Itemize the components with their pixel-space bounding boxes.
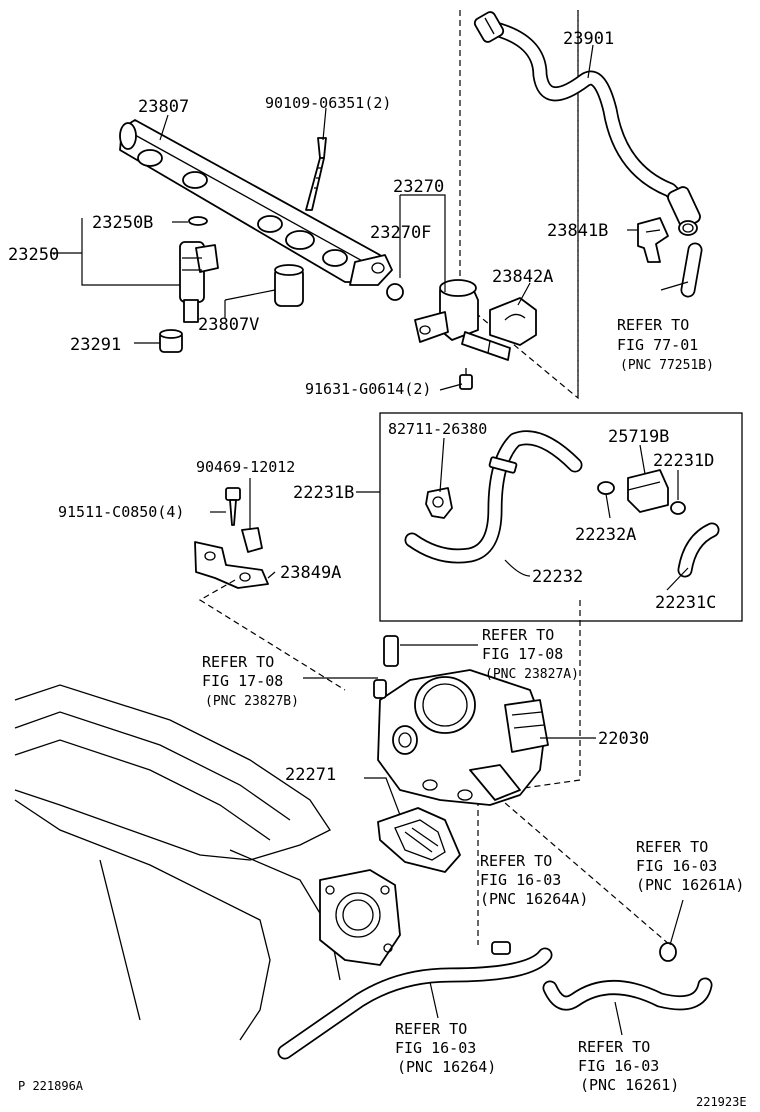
svg-text:(PNC 16261A): (PNC 16261A) — [636, 876, 744, 894]
label-23841B[interactable]: 23841B — [547, 221, 608, 241]
svg-text:REFER TO: REFER TO — [480, 852, 552, 870]
bracket-23849A[interactable] — [194, 541, 269, 589]
svg-text:REFER TO: REFER TO — [202, 653, 274, 671]
label-22231D[interactable]: 22231D — [653, 451, 714, 471]
fuel-pipe-group-dashed-frame — [459, 10, 579, 400]
svg-text:REFER TO: REFER TO — [578, 1038, 650, 1056]
label-23270[interactable]: 23270 — [393, 177, 444, 197]
svg-text:(PNC 77251B): (PNC 77251B) — [620, 358, 714, 373]
label-82711-26380[interactable]: 82711-26380 — [388, 420, 487, 438]
svg-text:FIG 16-03: FIG 16-03 — [636, 857, 717, 875]
o-ring-23250B[interactable] — [188, 216, 208, 226]
reference-fig-16-03-16261[interactable]: REFER TO FIG 16-03 (PNC 16261) — [578, 1038, 679, 1094]
label-90469-12012[interactable]: 90469-12012 — [196, 458, 295, 476]
label-23807V[interactable]: 23807V — [198, 315, 259, 335]
reference-notes: REFER TO FIG 77-01 (PNC 77251B) REFER TO… — [202, 316, 744, 1094]
label-91631-G0614[interactable]: 91631-G0614(2) — [305, 380, 431, 398]
svg-text:REFER TO: REFER TO — [636, 838, 708, 856]
hose-stub-to-fig77 — [680, 242, 703, 298]
svg-text:FIG 17-08: FIG 17-08 — [202, 672, 283, 690]
fuel-hose-23901[interactable] — [473, 10, 702, 236]
svg-text:(PNC 23827B): (PNC 23827B) — [205, 694, 299, 709]
alignment-dashed-lines — [198, 579, 671, 946]
svg-text:(PNC 23827A): (PNC 23827A) — [485, 667, 579, 682]
label-23807[interactable]: 23807 — [138, 97, 189, 117]
clip-23841B[interactable] — [637, 217, 669, 263]
part-labels: 23901 23807 90109-06351(2) 23270 23270F … — [8, 29, 716, 785]
clip-90469-12012[interactable] — [241, 527, 263, 553]
label-91511-C0850[interactable]: 91511-C0850(4) — [58, 503, 184, 521]
vacuum-hose-subassembly-box — [379, 412, 743, 622]
svg-text:FIG 77-01: FIG 77-01 — [617, 336, 698, 354]
leader-lines — [50, 44, 689, 1036]
reference-fig-17-08-23827A[interactable]: REFER TO FIG 17-08 (PNC 23827A) — [482, 626, 579, 682]
cover-23842A[interactable] — [489, 297, 537, 346]
label-23291[interactable]: 23291 — [70, 335, 121, 355]
vacuum-switching-valve-25719B[interactable] — [627, 469, 669, 513]
svg-text:(PNC 16261): (PNC 16261) — [580, 1076, 679, 1094]
intake-manifold — [14, 684, 401, 1041]
vacuum-hose-22232[interactable] — [404, 430, 583, 564]
figure-code-right: 221923E — [696, 1095, 747, 1109]
svg-text:FIG 16-03: FIG 16-03 — [578, 1057, 659, 1075]
water-bypass-hose-16264 — [277, 941, 553, 1060]
hose-stub-23827A — [383, 635, 399, 667]
svg-text:REFER TO: REFER TO — [617, 316, 689, 334]
gasket-22271[interactable] — [377, 807, 461, 873]
label-22271[interactable]: 22271 — [285, 765, 336, 785]
bolt-91631-G0614[interactable] — [459, 368, 473, 390]
svg-text:REFER TO: REFER TO — [482, 626, 554, 644]
clip-22231D[interactable] — [670, 501, 686, 515]
insulator-23291[interactable] — [159, 329, 183, 353]
bolt-90109-06351[interactable] — [305, 137, 327, 211]
svg-text:(PNC 16264): (PNC 16264) — [397, 1058, 496, 1076]
clip-22232A[interactable] — [597, 481, 615, 495]
svg-text:FIG 17-08: FIG 17-08 — [482, 645, 563, 663]
label-23270F[interactable]: 23270F — [370, 223, 431, 243]
fuel-injector-23250[interactable] — [179, 241, 219, 323]
label-23250B[interactable]: 23250B — [92, 213, 153, 233]
label-23901[interactable]: 23901 — [563, 29, 614, 49]
label-22030[interactable]: 22030 — [598, 729, 649, 749]
label-23849A[interactable]: 23849A — [280, 563, 341, 583]
o-ring-23270F[interactable] — [386, 283, 404, 301]
label-90109-06351[interactable]: 90109-06351(2) — [265, 94, 391, 112]
svg-text:FIG 16-03: FIG 16-03 — [395, 1039, 476, 1057]
reference-fig-16-03-16264[interactable]: REFER TO FIG 16-03 (PNC 16264) — [395, 1020, 496, 1076]
hose-clamp-22232[interactable] — [488, 456, 518, 474]
bolt-91511-C0850[interactable] — [225, 487, 241, 526]
figure-code-left: P 221896A — [18, 1079, 84, 1093]
svg-text:FIG 16-03: FIG 16-03 — [480, 871, 561, 889]
pressure-regulator-23270[interactable] — [414, 279, 511, 361]
clip-82711-26380[interactable] — [425, 487, 453, 519]
fuel-delivery-rail-23807[interactable] — [119, 119, 393, 286]
label-23842A[interactable]: 23842A — [492, 267, 553, 287]
reference-fig-16-03-16264A[interactable]: REFER TO FIG 16-03 (PNC 16264A) — [480, 852, 588, 908]
label-22231B[interactable]: 22231B — [293, 483, 354, 503]
label-22232[interactable]: 22232 — [532, 567, 583, 587]
reference-fig-17-08-23827B[interactable]: REFER TO FIG 17-08 (PNC 23827B) — [202, 653, 299, 709]
reference-fig-16-03-16261A[interactable]: REFER TO FIG 16-03 (PNC 16261A) — [636, 838, 744, 894]
throttle-body-22030[interactable] — [377, 669, 549, 806]
label-22232A[interactable]: 22232A — [575, 525, 636, 545]
vacuum-hose-22231C[interactable] — [677, 522, 720, 578]
label-22231C[interactable]: 22231C — [655, 593, 716, 613]
label-25719B[interactable]: 25719B — [608, 427, 669, 447]
svg-text:REFER TO: REFER TO — [395, 1020, 467, 1038]
spacer-23807V[interactable] — [274, 264, 304, 307]
water-bypass-hose-16261 — [542, 942, 713, 1011]
hose-stub-23827B — [373, 679, 387, 699]
svg-text:(PNC 16264A): (PNC 16264A) — [480, 890, 588, 908]
label-23250[interactable]: 23250 — [8, 245, 59, 265]
reference-fig-77-01[interactable]: REFER TO FIG 77-01 (PNC 77251B) — [617, 316, 714, 373]
